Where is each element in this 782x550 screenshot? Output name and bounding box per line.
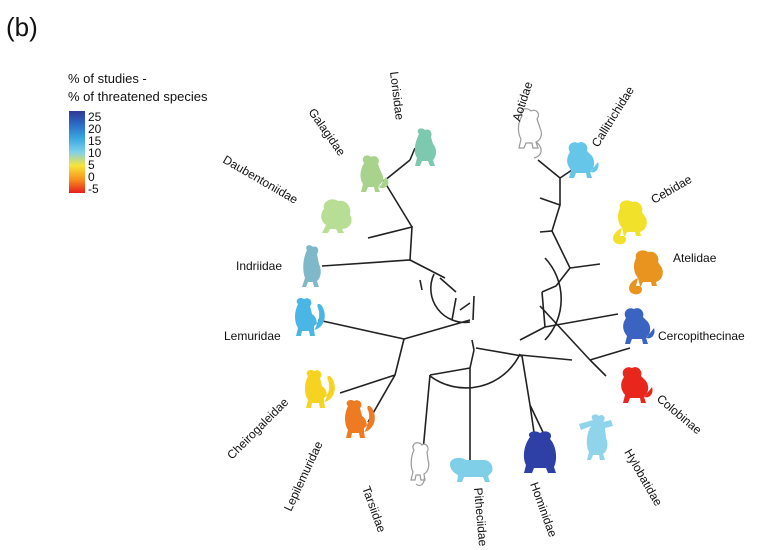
indriidae-silhouette	[302, 245, 321, 287]
primate-silhouettes	[295, 108, 663, 487]
legend-tick-label: 15	[88, 134, 102, 148]
legend-tick-label: 0	[88, 170, 95, 184]
callitrichidae-silhouette	[567, 142, 599, 178]
cebidae-silhouette	[613, 200, 647, 245]
taxon-label-callitrichidae: Callitrichidae	[589, 84, 637, 150]
taxon-label-tarsiidae: Tarsiidae	[359, 484, 389, 534]
taxon-label-hominidae: Hominidae	[527, 480, 560, 539]
phylogenetic-tree	[317, 147, 631, 463]
atelidae-silhouette	[629, 250, 663, 295]
taxon-label-lemuridae: Lemuridae	[224, 329, 281, 343]
pitheciidae-silhouette	[450, 457, 493, 482]
legend-tick-label: 20	[88, 122, 102, 136]
legend-tick-label: -5	[88, 182, 99, 196]
hylobatidae-silhouette	[579, 414, 613, 460]
taxon-label-cebidae: Cebidae	[649, 172, 695, 207]
legend-title-line1: % of studies -	[68, 71, 147, 86]
taxon-label-atelidae: Atelidae	[673, 251, 717, 265]
panel-label: (b)	[6, 12, 38, 42]
taxon-label-daubentoniidae: Daubentoniidae	[221, 152, 301, 206]
cercopithecinae-silhouette	[623, 308, 655, 344]
hominidae-silhouette	[523, 431, 557, 473]
taxon-label-indriidae: Indriidae	[236, 259, 282, 273]
taxon-label-lorisidae: Lorisidae	[387, 71, 407, 121]
legend-title-line2: % of threatened species	[68, 89, 208, 104]
galagidae-silhouette	[360, 155, 389, 192]
taxon-label-colobinae: Colobinae	[654, 392, 705, 438]
legend-tick-label: 10	[88, 146, 102, 160]
taxon-label-pitheciidae: Pitheciidae	[471, 487, 490, 547]
lepilemuridae-silhouette	[345, 399, 375, 438]
aotidae-silhouette	[517, 108, 542, 159]
legend: % of studies - % of threatened species 2…	[68, 71, 208, 196]
lemuridae-silhouette	[295, 297, 325, 336]
tree-root-arc-right	[544, 257, 562, 341]
legend-colorbar	[69, 111, 85, 193]
tree-branches	[317, 147, 631, 463]
legend-tick-label: 5	[88, 158, 95, 172]
legend-tick-label: 25	[88, 110, 102, 124]
colobinae-silhouette	[621, 367, 653, 403]
taxon-label-lepilemuridae: Lepilemuridae	[281, 439, 326, 514]
taxon-label-cheirogaleidae: Cheirogaleidae	[224, 395, 291, 462]
daubentoniidae-silhouette	[321, 199, 352, 233]
cheirogaleidae-silhouette	[305, 369, 335, 408]
tree-root-arc-left	[430, 273, 471, 324]
taxon-label-galagidae: Galagidae	[306, 106, 349, 159]
lorisidae-silhouette	[414, 128, 436, 166]
tree-root-arc-bottom	[429, 353, 521, 389]
tarsiidae-silhouette	[410, 442, 430, 487]
taxon-label-hylobatidae: Hylobatidae	[621, 447, 665, 509]
taxon-label-cercopithecinae: Cercopithecinae	[658, 329, 745, 343]
